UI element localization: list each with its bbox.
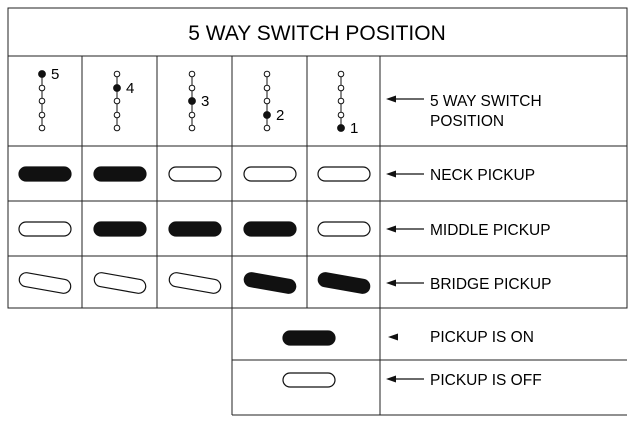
switch-dot — [188, 70, 196, 78]
row-label-neck-pickup: NECK PICKUP — [430, 167, 535, 184]
main-table-border — [7, 7, 628, 309]
switch-position-3-icon: 3 — [188, 70, 209, 132]
switch-dot — [337, 70, 345, 78]
pickup-off-icon — [18, 272, 72, 294]
arrow-icon — [386, 95, 424, 103]
switch-position-number: 2 — [276, 107, 284, 124]
row-label-middle-pickup: MIDDLE PICKUP — [430, 222, 551, 239]
switch-dot — [337, 84, 345, 92]
pickup-on-icon — [243, 221, 297, 237]
row-label-switch-position: 5 WAY SWITCH POSITION — [430, 93, 546, 130]
pickup-on-icon — [93, 166, 147, 182]
pickup-off-icon — [317, 221, 371, 237]
switch-position-number: 4 — [126, 80, 134, 97]
switch-dot-active — [263, 111, 271, 119]
pickup-off-icon — [168, 272, 222, 294]
pickup-off-icon — [93, 272, 147, 294]
pickup-state-cells — [18, 166, 371, 294]
switch-position-cells: 5 4 3 2 1 — [38, 66, 358, 137]
legend: PICKUP IS ON PICKUP IS OFF — [282, 329, 542, 389]
pickup-on-icon — [243, 272, 297, 294]
switch-dot — [38, 111, 46, 119]
grid-lines — [7, 7, 628, 416]
page-title: 5 WAY SWITCH POSITION — [188, 22, 445, 45]
row-label-bridge-pickup: BRIDGE PICKUP — [430, 276, 551, 293]
arrow-icon — [388, 333, 398, 341]
switch-position-5-icon: 5 — [38, 66, 59, 132]
row-labels: 5 WAY SWITCH POSITION NECK PICKUP MIDDLE… — [386, 93, 551, 293]
switch-dot-active — [38, 70, 46, 78]
legend-pickup-on-icon — [282, 330, 336, 346]
switch-dot — [337, 97, 345, 105]
switch-dot-active — [337, 124, 345, 132]
switch-position-number: 1 — [350, 120, 358, 137]
legend-on-label: PICKUP IS ON — [430, 329, 534, 346]
pickup-off-icon — [18, 221, 72, 237]
arrow-icon — [386, 225, 424, 233]
pickup-off-icon — [168, 166, 222, 182]
switch-dot — [188, 84, 196, 92]
switch-position-4-icon: 4 — [113, 70, 134, 132]
legend-pickup-off-icon — [282, 372, 336, 388]
arrow-icon — [386, 375, 424, 383]
switch-dot — [113, 70, 121, 78]
pickup-on-icon — [93, 221, 147, 237]
switch-dot-active — [113, 84, 121, 92]
pickup-off-icon — [243, 166, 297, 182]
switch-position-number: 3 — [201, 93, 209, 110]
switch-dot — [38, 84, 46, 92]
switch-dot — [38, 124, 46, 132]
switch-position-2-icon: 2 — [263, 70, 284, 132]
arrow-icon — [386, 170, 424, 178]
switch-dot — [113, 97, 121, 105]
switch-dot — [38, 97, 46, 105]
switch-dot — [113, 124, 121, 132]
switch-dot-active — [188, 97, 196, 105]
switch-dot — [337, 111, 345, 119]
switch-dot — [263, 124, 271, 132]
switch-dot — [263, 70, 271, 78]
legend-off-label: PICKUP IS OFF — [430, 372, 542, 389]
switch-dot — [263, 84, 271, 92]
switch-dot — [263, 97, 271, 105]
pickup-on-icon — [317, 272, 371, 294]
switch-dot — [188, 124, 196, 132]
switch-dot — [113, 111, 121, 119]
pickup-off-icon — [317, 166, 371, 182]
switch-position-1-icon: 1 — [337, 70, 358, 137]
arrow-icon — [386, 279, 424, 287]
pickup-on-icon — [168, 221, 222, 237]
pickup-on-icon — [18, 166, 72, 182]
switch-dot — [188, 111, 196, 119]
switch-position-number: 5 — [51, 66, 59, 83]
